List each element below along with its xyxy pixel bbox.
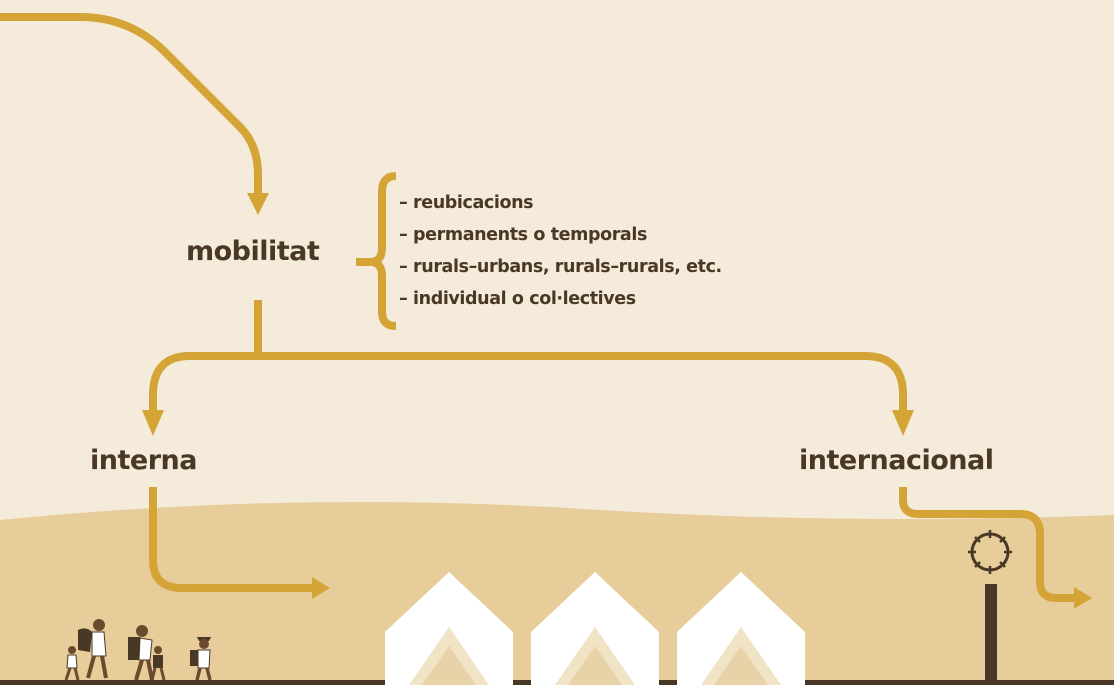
incoming-arrow-line	[0, 13, 262, 193]
walking-family-icon	[64, 619, 212, 681]
shelter-tent-icon	[531, 572, 659, 685]
shelter-tent-icon	[385, 572, 513, 685]
list-item: – individual o col·lectives	[399, 289, 636, 309]
shelter-tent-icon	[677, 572, 805, 685]
arrowhead-internacional-out	[1074, 587, 1092, 609]
node-internacional: internacional	[799, 445, 994, 476]
ground-area	[0, 502, 1114, 685]
interna-outgoing-arrow	[149, 487, 312, 592]
mobilitat-characteristics-list: – reubicacions – permanents o temporals …	[399, 187, 722, 315]
barbed-wire-post-icon	[968, 530, 1012, 684]
list-item: – reubicacions	[399, 193, 534, 213]
branch-to-interna	[149, 352, 258, 410]
arrowhead-internacional	[892, 410, 914, 436]
arrowhead-mobilitat	[247, 193, 269, 215]
arrowhead-interna	[142, 410, 164, 436]
internacional-outgoing-arrow	[899, 487, 1076, 602]
arrowhead-interna-out	[312, 577, 330, 599]
branch-to-internacional	[258, 352, 907, 410]
node-mobilitat: mobilitat	[186, 236, 320, 267]
list-item: – permanents o temporals	[399, 225, 647, 245]
node-interna: interna	[90, 445, 197, 476]
list-item: – rurals–urbans, rurals–rurals, etc.	[399, 257, 722, 277]
list-bracket	[356, 172, 397, 330]
